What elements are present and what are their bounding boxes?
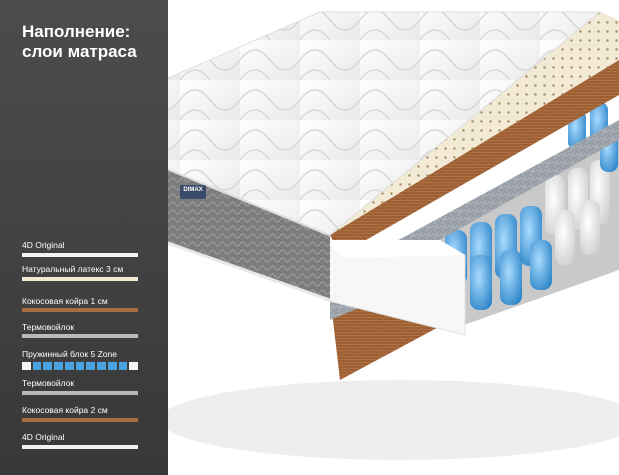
legend-label-7: Кокосовая койра 2 см [22,405,108,415]
legend-label-5: Пружинный блок 5 Zone [22,349,117,359]
legend-label-4: Термовойлок [22,322,75,332]
legend-swatch-2 [22,277,138,281]
legend-swatch-6 [22,391,138,395]
legend-label-2: Натуральный латекс 3 см [22,264,124,274]
top-coir-layer [330,60,619,255]
legend-swatch-3 [22,308,138,312]
legend-swatch-1 [22,253,138,257]
top-felt-layer [380,120,619,262]
legend-swatch-4 [22,334,138,338]
legend-label-1: 4D Original [22,240,65,250]
panel-title-line-1: Наполнение: [22,22,131,41]
legend-swatch-7 [22,418,138,422]
panel-title: Наполнение: слои матраса [22,22,137,62]
panel-title-line-2: слои матраса [22,42,137,61]
legend-label-3: Кокосовая койра 1 см [22,296,108,306]
legend-label-8: 4D Original [22,432,65,442]
layers-info-panel: Наполнение: слои матраса 4D Original Нат… [0,0,168,475]
brand-tag-text: DIMAX [183,187,203,193]
mattress-top-quilt [58,11,602,236]
legend-swatch-5 [22,362,139,370]
legend-label-6: Термовойлок [22,378,75,388]
brand-tag [180,185,206,199]
legend-swatch-8 [22,445,138,449]
